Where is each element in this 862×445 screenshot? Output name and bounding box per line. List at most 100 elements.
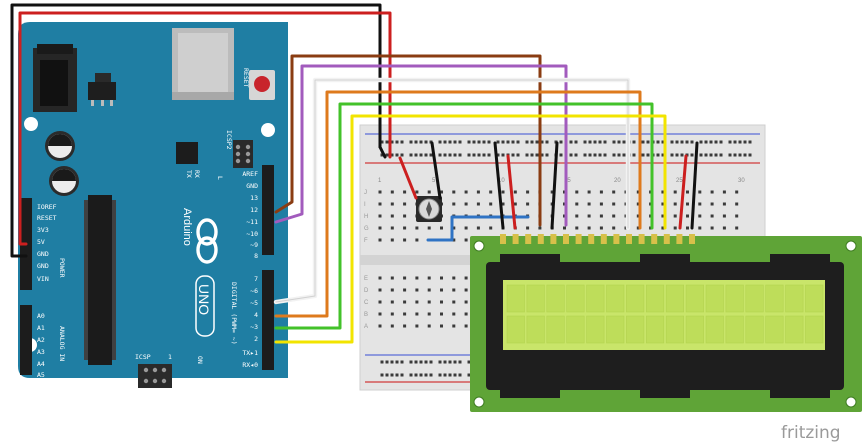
breadboard-hole <box>587 214 591 218</box>
digital-pin-label: ~9 <box>250 241 258 249</box>
row-letter: C <box>364 300 369 306</box>
digital-pin-label: 12 <box>250 206 258 214</box>
breadboard-hole <box>632 140 636 144</box>
breadboard-hole <box>587 202 591 206</box>
breadboard-hole <box>440 312 443 316</box>
row-letter: F <box>364 238 368 244</box>
digital-pin-label: ~11 <box>246 218 258 226</box>
breadboard-hole <box>438 373 442 377</box>
row-letter: G <box>364 226 369 232</box>
breadboard-hole <box>686 202 689 206</box>
breadboard-hole <box>453 140 457 144</box>
breadboard-hole <box>464 288 468 292</box>
breadboard-hole <box>545 140 549 144</box>
mounting-hole <box>473 396 485 408</box>
lcd-character-cell <box>566 284 585 313</box>
breadboard-hole <box>661 226 665 230</box>
lcd-pin <box>626 234 632 244</box>
breadboard-hole <box>710 214 714 218</box>
breadboard-hole <box>673 226 677 230</box>
breadboard-hole <box>385 153 389 157</box>
breadboard-hole <box>390 190 394 194</box>
breadboard-hole <box>743 153 747 157</box>
breadboard-hole <box>612 226 616 230</box>
breadboard-hole <box>415 190 419 194</box>
breadboard-hole <box>415 288 419 292</box>
lcd-pin <box>663 234 670 244</box>
breadboard-hole <box>698 226 702 230</box>
rx-label: RX <box>193 170 201 178</box>
breadboard-hole <box>390 276 394 280</box>
breadboard-hole <box>622 140 626 144</box>
breadboard-hole <box>661 153 665 157</box>
breadboard-hole <box>661 190 665 194</box>
breadboard-hole <box>599 202 603 206</box>
breadboard-hole <box>443 373 447 377</box>
wire-black-lcd-cathode <box>690 141 699 230</box>
breadboard-hole <box>458 360 462 364</box>
mounting-hole <box>24 117 38 131</box>
digital-pin-label: ~5 <box>250 299 258 307</box>
breadboard-hole <box>599 214 603 218</box>
lcd-character-cell <box>705 315 724 344</box>
wire-black-jumper <box>378 145 387 159</box>
lcd-character-cell <box>506 284 525 313</box>
breadboard-column-numbers: 1 5 10 15 20 25 30 <box>378 178 745 184</box>
lcd-character-cell <box>645 284 665 313</box>
breadboard-hole <box>395 373 399 377</box>
lcd-pin <box>689 234 695 244</box>
breadboard-hole <box>403 312 407 316</box>
row-letter: I <box>364 202 366 208</box>
breadboard-hole <box>575 226 579 230</box>
breadboard-hole <box>395 140 399 144</box>
breadboard-hole <box>540 140 544 144</box>
breadboard-hole <box>467 373 471 377</box>
lcd-character-cell <box>725 315 744 344</box>
lcd-character-cell <box>665 315 685 344</box>
power-label: POWER <box>58 258 66 278</box>
breadboard-hole <box>673 214 677 218</box>
breadboard-hole <box>378 276 382 280</box>
breadboard-hole <box>452 288 456 292</box>
breadboard-hole <box>525 153 529 157</box>
lcd-pin <box>613 234 620 244</box>
breadboard-hole <box>559 153 563 157</box>
breadboard-hole <box>476 202 480 206</box>
breadboard-hole <box>403 238 407 242</box>
breadboard-hole <box>440 300 443 304</box>
breadboard-hole <box>583 153 587 157</box>
lcd-character-cell <box>546 315 565 344</box>
breadboard-hole <box>563 226 566 230</box>
digital-pin-label: 2 <box>254 335 258 343</box>
breadboard-hole <box>378 324 382 328</box>
lcd-pin <box>638 234 645 244</box>
breadboard-hole <box>395 360 399 364</box>
breadboard-hole <box>440 324 443 328</box>
breadboard-hole <box>403 226 407 230</box>
arduino-brand-name: Arduino <box>181 208 193 246</box>
breadboard-hole <box>733 140 737 144</box>
breadboard-hole <box>385 360 389 364</box>
icsp2-label: ICSP2 <box>225 130 233 150</box>
column-number: 1 <box>378 178 382 184</box>
breadboard-hole <box>612 214 616 218</box>
breadboard-hole <box>390 300 394 304</box>
reset-button[interactable] <box>249 70 275 100</box>
breadboard-hole <box>686 190 689 194</box>
breadboard-hole <box>409 373 413 377</box>
breadboard-hole <box>516 153 520 157</box>
breadboard-hole <box>453 153 457 157</box>
potentiometer[interactable] <box>416 196 442 222</box>
breadboard-hole <box>440 276 443 280</box>
digital-pin-label: 4 <box>254 311 258 319</box>
breadboard-hole <box>467 153 471 157</box>
breadboard-hole <box>390 312 394 316</box>
lcd-pin <box>588 234 595 244</box>
icsp-header <box>138 364 172 388</box>
breadboard-hole <box>443 360 447 364</box>
breadboard-hole <box>636 202 640 206</box>
breadboard-hole <box>414 140 418 144</box>
breadboard-hole <box>646 153 650 157</box>
breadboard-hole <box>452 276 456 280</box>
